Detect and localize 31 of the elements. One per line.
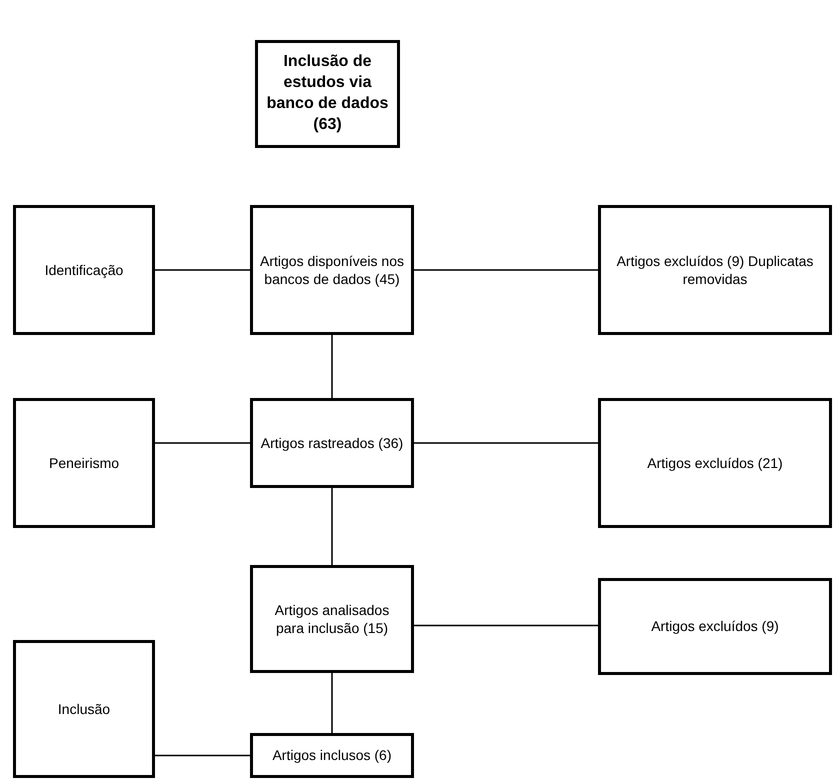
connector-line <box>155 754 250 756</box>
exclusion-box <box>598 578 832 675</box>
process-box <box>250 205 414 335</box>
node-text: Artigos disponíveis nos bancos de dados (45) <box>259 252 405 288</box>
process-box <box>250 733 414 778</box>
exclusion-box <box>598 398 832 528</box>
connector-line <box>155 442 250 444</box>
node-text: Inclusão <box>58 700 110 718</box>
exclusion-box <box>598 205 832 335</box>
node-text: Artigos rastreados (36) <box>260 434 404 452</box>
node-text: Artigos analisados para inclusão (15) <box>274 600 390 638</box>
stage-box <box>13 205 155 335</box>
connector-line <box>414 269 598 271</box>
node-text: Peneirismo <box>48 454 120 472</box>
node-text: Identificação <box>44 260 124 280</box>
stage-box <box>13 640 155 778</box>
node-text: Artigos excluídos (9) Duplicatas removidas <box>616 252 814 288</box>
node-text: Artigos excluídos (21) <box>647 454 783 472</box>
process-box <box>250 398 414 488</box>
connector-line <box>331 673 333 733</box>
node-text: Inclusão de estudos via banco de dados (63) <box>266 52 390 135</box>
connector-line <box>331 335 333 398</box>
node-text: Artigos excluídos (9) <box>651 617 779 636</box>
connector-line <box>414 442 598 444</box>
connector-line <box>155 269 250 271</box>
connector-line <box>331 488 333 565</box>
title-box <box>255 40 400 148</box>
process-box <box>250 565 414 673</box>
stage-box <box>13 398 155 528</box>
connector-line <box>414 624 598 626</box>
node-text: Artigos inclusos (6) <box>272 746 392 765</box>
